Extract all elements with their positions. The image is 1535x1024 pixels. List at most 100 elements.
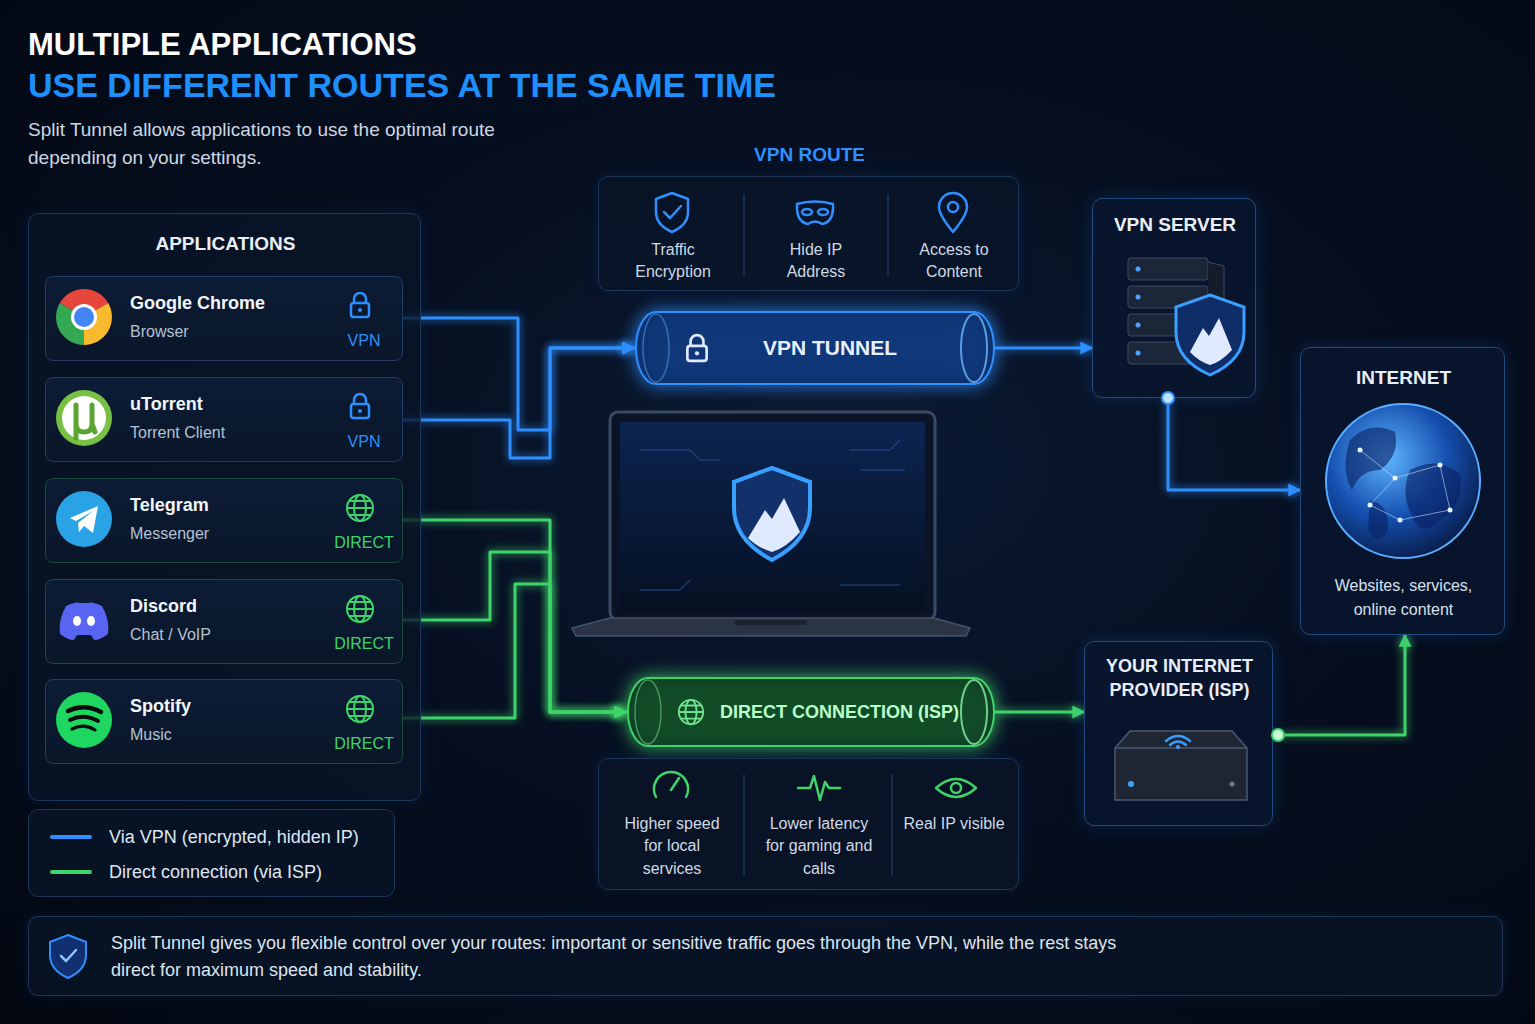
feature-text-slot: Traffic Encryption <box>621 239 725 284</box>
discord-icon-part <box>87 616 95 626</box>
direct-feature-icons-part <box>798 776 840 800</box>
note-text: Split Tunnel gives you flexible control … <box>111 930 1121 984</box>
legend-text: Direct connection (via ISP) <box>109 861 394 884</box>
router-illustration-part <box>1230 782 1235 787</box>
laptop-illustration-part <box>734 468 810 560</box>
app-kind: Music <box>130 725 320 745</box>
telegram-icon-part <box>56 491 112 547</box>
route-tag-icons <box>347 293 373 722</box>
tunnel-label-slot: VPN TUNNEL <box>710 335 950 361</box>
feature-text-slot: Access to Content <box>902 239 1006 284</box>
server-illustration-part <box>1136 351 1141 356</box>
feature-text: Hide IP Address <box>764 239 868 284</box>
discord-icon-part <box>60 602 109 640</box>
note-box: Split Tunnel gives you flexible control … <box>28 916 1503 996</box>
direct-feature-icons-part <box>936 779 976 797</box>
note-shield-icon <box>50 935 86 978</box>
router-illustration-part <box>1166 736 1190 745</box>
app-name: Telegram <box>130 494 320 517</box>
spotify-icon <box>56 692 112 748</box>
laptop-illustration-part <box>735 620 807 625</box>
page-subtitle-slot: USE DIFFERENT ROUTES AT THE SAME TIME <box>28 64 1128 107</box>
panel-heading: VPN ROUTE <box>599 143 1020 167</box>
app-kind-slot: Music <box>130 725 320 745</box>
spotify-icon-part <box>70 717 98 721</box>
route-connector <box>1273 635 1405 735</box>
vpn-tunnel: VPN TUNNEL <box>634 310 996 386</box>
telegram-icon <box>56 491 112 547</box>
page-subtitle: USE DIFFERENT ROUTES AT THE SAME TIME <box>28 64 1128 107</box>
server-illustration-part <box>1128 286 1208 308</box>
globe-illustration-part <box>1438 463 1443 468</box>
internet-box: INTERNETWebsites, services, online conte… <box>1300 347 1505 635</box>
route-connector <box>403 318 634 430</box>
box-heading-slot: VPN SERVER <box>1093 213 1257 237</box>
laptop-illustration <box>572 412 970 636</box>
page-title: MULTIPLE APPLICATIONS <box>28 26 928 65</box>
direct-feature-icons <box>654 772 976 875</box>
box-heading: VPN SERVER <box>1093 213 1257 237</box>
tunnel-cap <box>961 314 987 382</box>
legend-box: Via VPN (encrypted, hidden IP) Direct con… <box>28 809 395 897</box>
server-illustration <box>1128 258 1244 404</box>
spotify-icon-part <box>56 692 112 748</box>
app-name-slot: Telegram <box>130 494 320 517</box>
app-kind-slot: Messenger <box>130 524 320 544</box>
direct-tunnel: DIRECT CONNECTION (ISP) <box>626 676 996 748</box>
route-tag-icons-part <box>347 596 373 622</box>
app-kind: Chat / VoIP <box>130 625 320 645</box>
chrome-icon-part <box>71 304 97 330</box>
vpn-feature-icons-part <box>802 209 812 215</box>
route-connector <box>996 347 1092 350</box>
tunnel-label: VPN TUNNEL <box>710 335 950 361</box>
router-illustration-part <box>1115 747 1247 749</box>
box-heading: YOUR INTERNET PROVIDER (ISP) <box>1093 654 1266 703</box>
laptop-illustration-part <box>640 440 905 590</box>
route-tag: VPN <box>329 331 399 351</box>
app-kind: Torrent Client <box>130 423 320 443</box>
feature-text-slot: Hide IP Address <box>764 239 868 284</box>
spotify-icon-part <box>68 707 101 712</box>
server-illustration-part <box>1128 258 1208 280</box>
app-box: uTorrentTorrent Client VPN <box>45 377 403 462</box>
globe-illustration-part <box>1398 518 1403 523</box>
chrome-icon-part <box>84 303 112 345</box>
globe-illustration-part <box>1360 450 1450 520</box>
intro-text-slot: Split Tunnel allows applications to use … <box>28 116 588 171</box>
app-name: uTorrent <box>130 393 320 416</box>
vpn-route-panel: VPN ROUTETraffic EncryptionHide IP Addre… <box>598 176 1019 291</box>
app-name-slot: Google Chrome <box>130 292 320 315</box>
vpn-feature-icons-part <box>797 202 833 225</box>
router-illustration-part <box>1115 731 1247 800</box>
route-tag-slot: DIRECT <box>329 533 399 553</box>
server-illustration-part <box>1208 262 1224 364</box>
tunnel-body <box>628 678 994 746</box>
globe-illustration-part <box>1368 503 1373 508</box>
box-body: Websites, services, online content <box>1313 574 1494 622</box>
feature-text: Traffic Encryption <box>621 239 725 284</box>
legend-text-slot: Direct connection (via ISP) <box>109 861 394 884</box>
legend-swatch <box>52 835 90 839</box>
app-kind-slot: Chat / VoIP <box>130 625 320 645</box>
vpn-feature-icons-part <box>664 206 681 218</box>
route-tag: DIRECT <box>329 734 399 754</box>
globe-illustration-part <box>1448 508 1453 513</box>
server-illustration-part <box>1136 267 1141 272</box>
router-illustration-part <box>1176 745 1180 749</box>
app-name-slot: uTorrent <box>130 393 320 416</box>
app-box: TelegramMessenger DIRECT <box>45 478 403 563</box>
app-name: Spotify <box>130 695 320 718</box>
legend-text: Via VPN (encrypted, hidden IP) <box>109 826 394 849</box>
globe-illustration-part <box>1345 428 1460 540</box>
legend-swatch-box <box>49 867 93 877</box>
feature-text-slot: Lower latency for gaming and calls <box>760 813 878 880</box>
route-tag-icons-part <box>351 293 369 317</box>
globe-illustration-part <box>1358 448 1363 453</box>
tunnel-cap <box>961 680 987 744</box>
route-connector <box>1168 398 1300 490</box>
utorrent-icon-part <box>62 396 106 440</box>
tunnel-cap <box>643 314 669 382</box>
box-heading-slot: YOUR INTERNET PROVIDER (ISP) <box>1093 654 1266 703</box>
route-tag: VPN <box>329 432 399 452</box>
note-shield-icon-part <box>50 935 86 978</box>
